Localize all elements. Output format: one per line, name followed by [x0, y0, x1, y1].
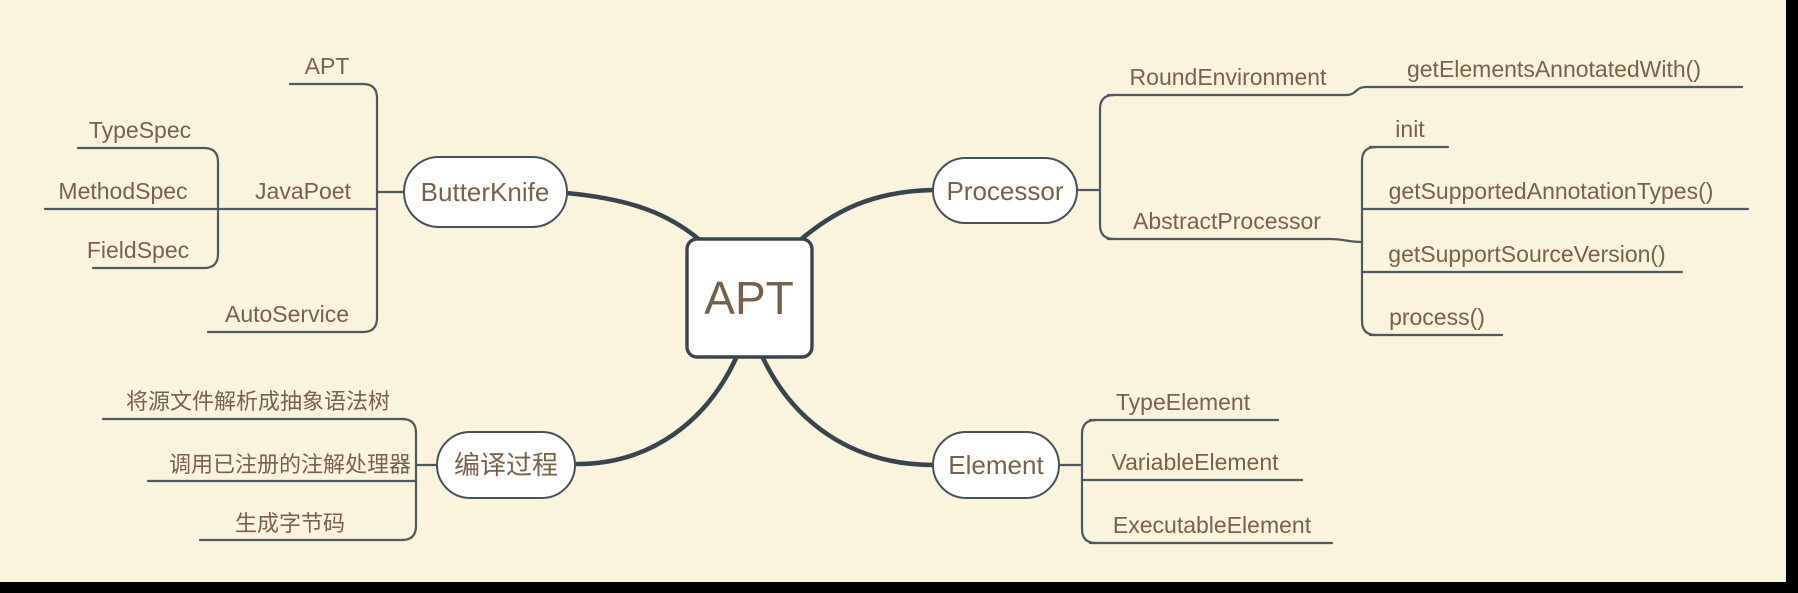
topic-executableelement[interactable]: ExecutableElement	[1113, 512, 1312, 538]
variableelement-label: VariableElement	[1111, 449, 1279, 475]
underline-roundenvironment-getelements	[1106, 85, 1744, 97]
topic-roundenvironment[interactable]: RoundEnvironment	[1130, 64, 1328, 90]
process-label: process()	[1389, 304, 1485, 330]
bottom-edge-bar	[0, 582, 1798, 593]
branch-line-butterknife	[563, 190, 704, 244]
compile-process-label: 编译过程	[454, 450, 558, 480]
right-edge-bar	[1786, 0, 1798, 593]
topic-process[interactable]: process()	[1389, 304, 1485, 330]
topic-autoservice[interactable]: AutoService	[225, 301, 349, 327]
processor-pill	[932, 157, 1078, 224]
root-topic-label: APT	[704, 272, 793, 324]
init-label: init	[1395, 116, 1425, 142]
topic-methodspec[interactable]: MethodSpec	[58, 178, 187, 204]
element-pill	[932, 431, 1060, 499]
javapoet-label: JavaPoet	[255, 178, 352, 204]
spine-abstractprocessor	[1360, 145, 1378, 337]
spine-processor	[1098, 93, 1116, 241]
topic-javapoet[interactable]: JavaPoet	[255, 178, 352, 204]
topic-typespec[interactable]: TypeSpec	[89, 117, 191, 143]
element-label: Element	[948, 450, 1044, 480]
abstractprocessor-label: AbstractProcessor	[1133, 208, 1321, 234]
autoservice-label: AutoService	[225, 301, 349, 327]
topic-fieldspec[interactable]: FieldSpec	[87, 237, 189, 263]
topic-processor[interactable]: Processor	[932, 157, 1078, 224]
executableelement-label: ExecutableElement	[1113, 512, 1312, 538]
getsupportsourceversion-label: getSupportSourceVersion()	[1388, 241, 1665, 267]
methodspec-label: MethodSpec	[58, 178, 187, 204]
call-processors-label: 调用已注册的注解处理器	[169, 452, 411, 477]
processor-label: Processor	[946, 176, 1063, 206]
compile-process-pill	[436, 431, 576, 499]
topic-getsupportedannotationtypes[interactable]: getSupportedAnnotationTypes()	[1389, 178, 1714, 204]
branch-line-element	[759, 353, 937, 468]
underline-typespec-fieldspec-spine	[76, 146, 220, 270]
typespec-label: TypeSpec	[89, 117, 191, 143]
apt-sub-label: APT	[305, 53, 350, 79]
butterknife-label: ButterKnife	[421, 177, 550, 207]
topic-variableelement[interactable]: VariableElement	[1111, 449, 1279, 475]
topic-getsupportsourceversion[interactable]: getSupportSourceVersion()	[1388, 241, 1665, 267]
topic-compile-process[interactable]: 编译过程	[436, 431, 576, 499]
getelementsannotatedwith-label: getElementsAnnotatedWith()	[1407, 56, 1701, 82]
underline-abstractprocessor	[1106, 237, 1364, 244]
branch-line-processor	[796, 187, 937, 244]
generate-bytecode-label: 生成字节码	[235, 511, 345, 536]
branch-line-compile-process	[574, 353, 740, 467]
getsupportedannotationtypes-label: getSupportedAnnotationTypes()	[1389, 178, 1714, 204]
topic-init[interactable]: init	[1395, 116, 1425, 142]
topic-generate-bytecode[interactable]: 生成字节码	[235, 511, 345, 536]
root-topic-box	[685, 237, 814, 359]
fieldspec-label: FieldSpec	[87, 237, 189, 263]
spine-compile	[400, 417, 418, 542]
topic-call-processors[interactable]: 调用已注册的注解处理器	[169, 452, 411, 477]
roundenvironment-label: RoundEnvironment	[1130, 64, 1328, 90]
typeelement-label: TypeElement	[1116, 389, 1251, 415]
topic-apt-sub[interactable]: APT	[305, 53, 350, 79]
topic-butterknife[interactable]: ButterKnife	[403, 156, 568, 228]
topic-element[interactable]: Element	[932, 431, 1060, 499]
butterknife-pill	[403, 156, 568, 228]
topic-getelementsannotatedwith[interactable]: getElementsAnnotatedWith()	[1407, 56, 1701, 82]
topic-typeelement[interactable]: TypeElement	[1116, 389, 1251, 415]
topic-root-apt[interactable]: APT	[685, 237, 814, 359]
topic-abstractprocessor[interactable]: AbstractProcessor	[1133, 208, 1321, 234]
spine-element	[1080, 418, 1098, 545]
parse-source-label: 将源文件解析成抽象语法树	[126, 389, 390, 414]
topic-parse-source[interactable]: 将源文件解析成抽象语法树	[126, 389, 390, 414]
